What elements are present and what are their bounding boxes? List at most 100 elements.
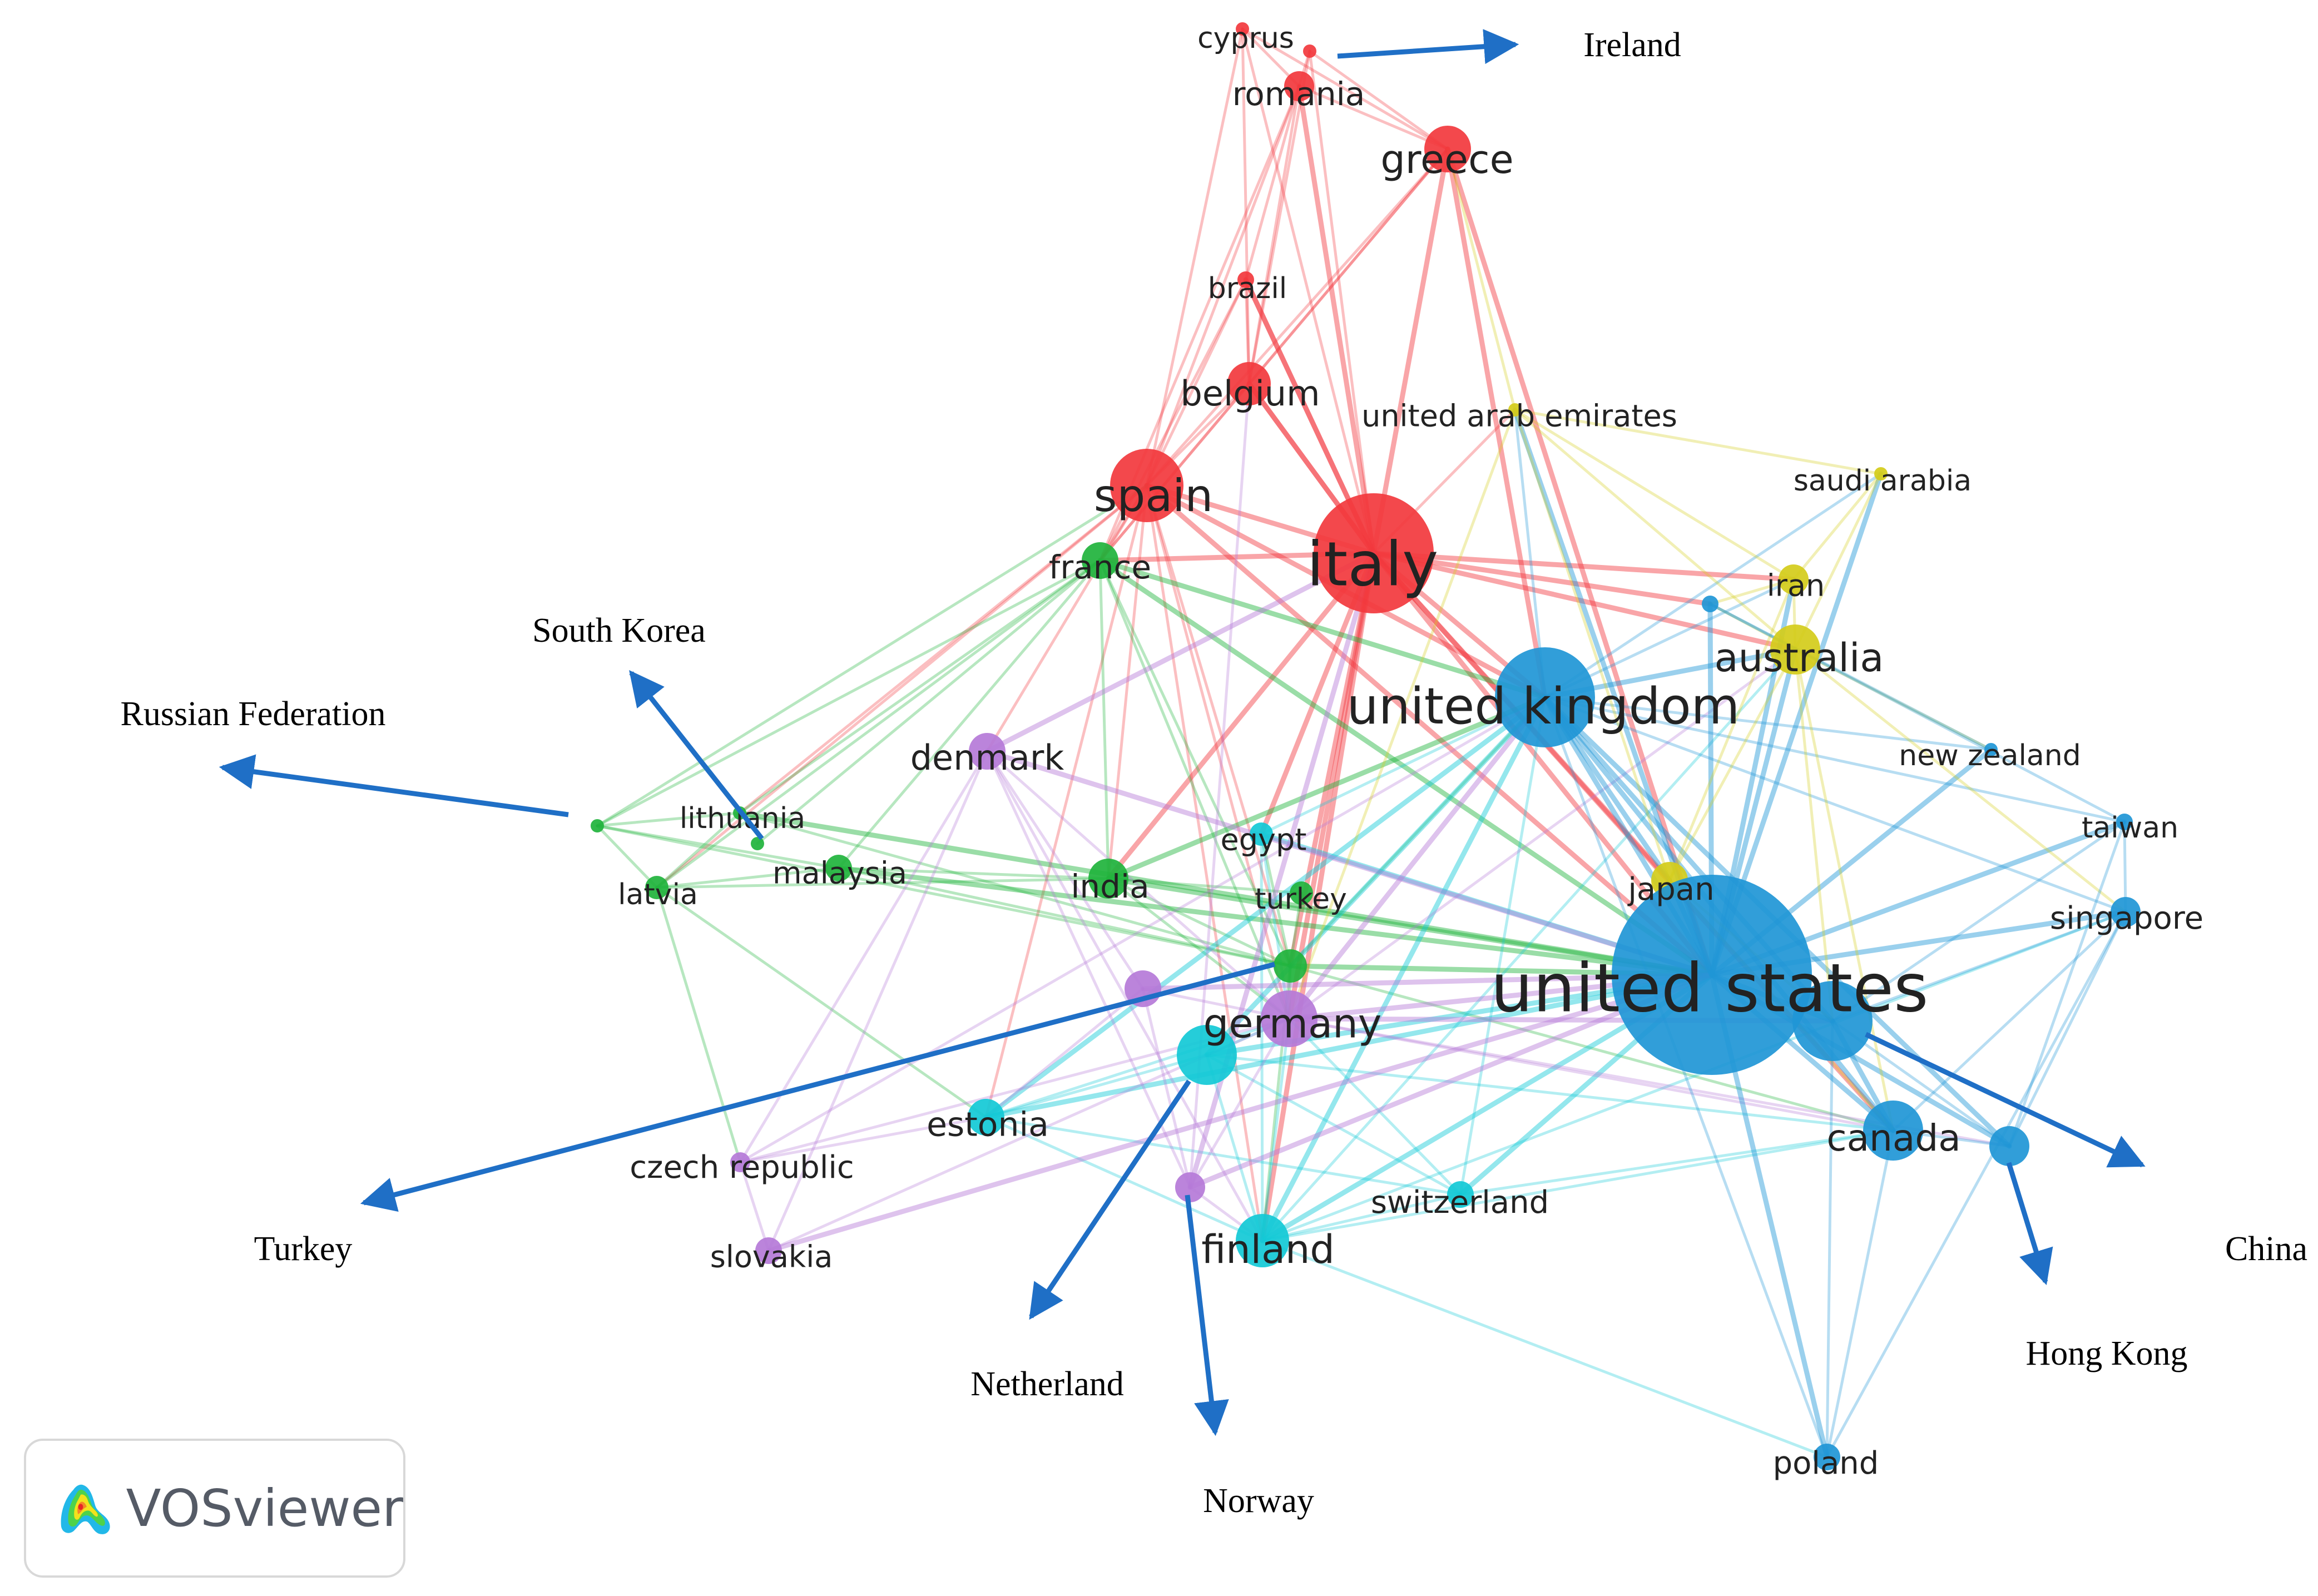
node-label-malaysia: malaysia: [772, 856, 907, 891]
link-greece-united_kingdom: [1445, 146, 1548, 700]
vosviewer-wordmark: VOSviewer: [126, 1478, 403, 1538]
node-iran[interactable]: [1779, 564, 1809, 594]
node-cyprus[interactable]: [1236, 22, 1249, 36]
callout-arrow-norway: [1185, 1194, 1229, 1436]
node-ireland-node[interactable]: [1303, 44, 1316, 58]
node-switzerland[interactable]: [1447, 1181, 1474, 1208]
node-label-estonia: estonia: [927, 1106, 1049, 1144]
node-malaysia[interactable]: [825, 855, 852, 881]
link-denmark-slovakia: [767, 750, 989, 1252]
node-denmark[interactable]: [969, 733, 1006, 770]
link-iran-united_arab_emirates: [1513, 408, 1795, 581]
callout-arrow-netherland: [1029, 1079, 1191, 1320]
node-united-arab-emirates[interactable]: [1508, 403, 1522, 417]
link-united_kingdom-singapore: [1543, 696, 2127, 914]
link-spain-india: [1107, 484, 1148, 880]
node-latvia[interactable]: [645, 876, 668, 899]
node-czech-republic[interactable]: [730, 1152, 750, 1172]
node-new-zealand[interactable]: [1984, 743, 1998, 756]
link-denmark-italy: [984, 551, 1376, 754]
callout-label-turkey: Turkey: [254, 1230, 353, 1268]
callout-label-norway: Norway: [1203, 1482, 1314, 1520]
callout-arrow-china: [1865, 1032, 2146, 1168]
node-saudi-arabia[interactable]: [1874, 467, 1888, 480]
node-poland[interactable]: [1814, 1444, 1840, 1470]
node-norway-node[interactable]: [1175, 1172, 1205, 1202]
link-russian_federation_node-lithuania: [596, 811, 741, 827]
node-hong-kong-node[interactable]: [1989, 1126, 2029, 1166]
node-italy[interactable]: [1314, 493, 1434, 613]
link-australia-canada: [1794, 648, 1895, 1132]
node-spain[interactable]: [1110, 449, 1183, 522]
link-italy-ireland_node: [1308, 49, 1375, 555]
link-norway_node-italy: [1187, 551, 1376, 1190]
node-china-node[interactable]: [1792, 981, 1873, 1061]
link-india-united_states: [1106, 876, 1715, 978]
node-blue-small[interactable]: [1702, 596, 1718, 612]
node-taiwan[interactable]: [2116, 814, 2133, 830]
link-russian_federation_node-latvia: [596, 824, 658, 889]
link-india-germany: [1107, 877, 1291, 1020]
link-italy-finland: [1260, 551, 1376, 1243]
link-italy-cyprus: [1241, 27, 1375, 555]
node-belgium[interactable]: [1227, 362, 1271, 405]
node-turkey-node[interactable]: [1274, 949, 1307, 983]
node-label-egypt: egypt: [1221, 822, 1307, 858]
link-denmark-purple_a: [985, 750, 1145, 990]
node-label-romania: romania: [1232, 75, 1365, 113]
node-canada[interactable]: [1863, 1101, 1923, 1161]
node-slovakia[interactable]: [755, 1237, 782, 1264]
link-italy-iran: [1371, 551, 1796, 582]
node-romania[interactable]: [1284, 71, 1314, 101]
node-france[interactable]: [1082, 542, 1118, 579]
node-turkey[interactable]: [1290, 881, 1313, 905]
node-label-taiwan: taiwan: [2082, 811, 2178, 845]
link-finland-united_kingdom: [1260, 695, 1548, 1243]
link-france-united_kingdom: [1097, 558, 1548, 700]
node-netherland-node[interactable]: [1177, 1025, 1237, 1085]
node-brazil[interactable]: [1237, 271, 1254, 288]
link-estonia-united_kingdom: [983, 695, 1548, 1120]
link-malaysia-turkey_node: [837, 866, 1292, 968]
node-australia[interactable]: [1770, 624, 1820, 675]
link-iran-japan: [1668, 578, 1795, 882]
vosviewer-heatmap-icon: [61, 1484, 110, 1534]
link-france-south_korea_node: [756, 559, 1102, 845]
link-spain-denmark: [985, 484, 1148, 753]
callout-arrow-hong-kong: [2006, 1162, 2053, 1286]
link-czech_republic-united_kingdom: [739, 696, 1547, 1164]
node-estonia[interactable]: [968, 1099, 1004, 1136]
node-greece[interactable]: [1424, 126, 1471, 172]
link-germany-norway_node: [1188, 1017, 1291, 1189]
link-switzerland-canada: [1459, 1129, 1895, 1196]
node-label-united-states: united states: [1490, 950, 1928, 1028]
link-india-turkey: [1107, 877, 1303, 895]
link-belgium-ireland_node: [1247, 49, 1311, 385]
node-russian-federation-node[interactable]: [591, 819, 604, 832]
link-finland-switzerland: [1261, 1193, 1462, 1242]
link-france-latvia: [655, 559, 1102, 889]
link-france-turkey_node: [1098, 559, 1292, 968]
link-malaysia-united_states: [836, 865, 1715, 978]
node-india[interactable]: [1088, 859, 1128, 899]
node-singapore[interactable]: [2111, 897, 2141, 927]
link-united_kingdom-saudi_arabia: [1543, 472, 1883, 699]
node-united-states[interactable]: [1612, 875, 1812, 1075]
link-finland-australia: [1261, 648, 1797, 1242]
node-finland[interactable]: [1236, 1214, 1289, 1267]
node-south-korea-node[interactable]: [751, 837, 764, 850]
link-lithuania-turkey_node: [738, 811, 1292, 968]
node-united-kingdom[interactable]: [1495, 647, 1595, 747]
node-label-united-kingdom: united kingdom: [1347, 677, 1740, 736]
link-slovakia-united_states: [766, 972, 1715, 1253]
node-label-latvia: latvia: [618, 878, 698, 911]
link-switzerland-united_kingdom: [1459, 696, 1547, 1196]
node-germany[interactable]: [1261, 990, 1318, 1047]
callout-label-netherland: Netherland: [970, 1365, 1123, 1403]
callout-label-south-korea: South Korea: [532, 612, 706, 650]
node-egypt[interactable]: [1250, 822, 1273, 846]
link-spain-brazil: [1145, 278, 1247, 487]
link-egypt-finland: [1260, 832, 1264, 1242]
link-latvia-india: [655, 877, 1110, 889]
link-romania-brazil: [1244, 85, 1301, 281]
